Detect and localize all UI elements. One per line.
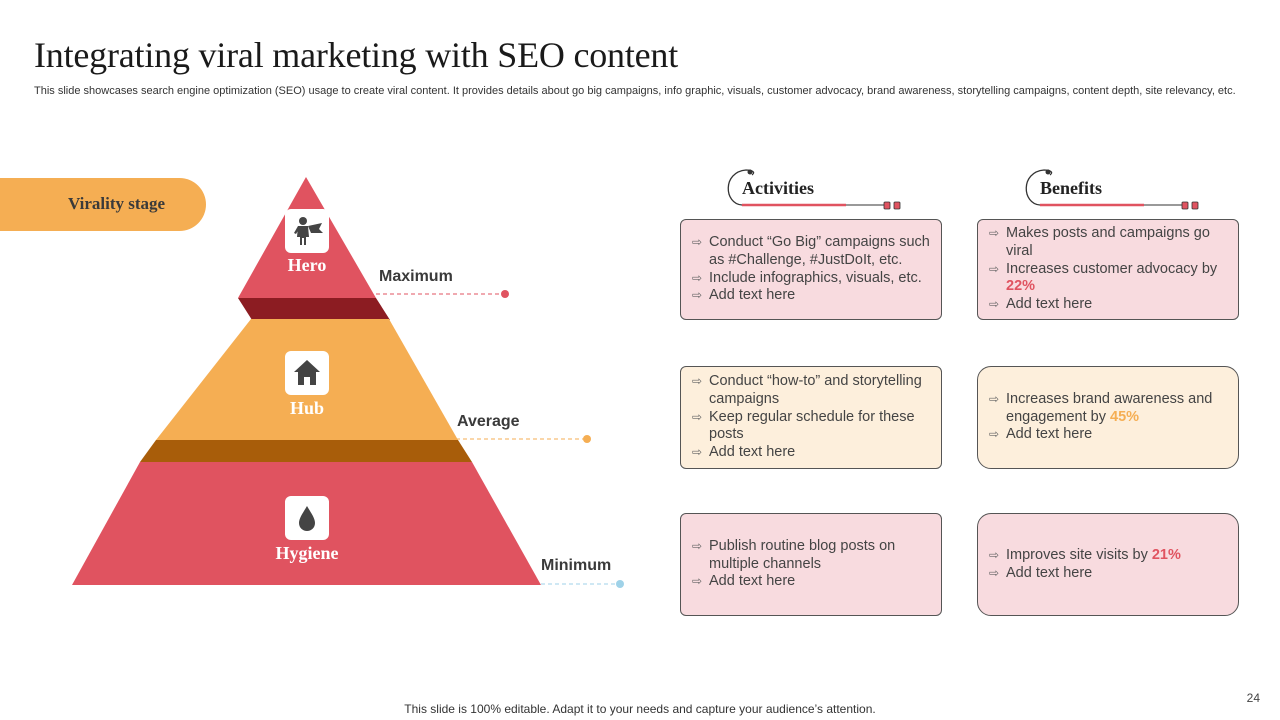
pyramid-tier-hero-shadow xyxy=(238,298,390,320)
slide-title: Integrating viral marketing with SEO con… xyxy=(34,35,679,75)
slide-footer: This slide is 100% editable. Adapt it to… xyxy=(404,702,876,716)
list-item: ⇨Add text here xyxy=(989,564,1093,581)
activities-box-hub: ⇨Conduct “how-to” and storytelling campa… xyxy=(680,366,942,469)
stat-value: 21% xyxy=(1151,546,1181,563)
list-item: ⇨Add text here xyxy=(989,296,1093,313)
connector-dot-hygiene xyxy=(616,580,624,588)
list-item: ⇨Conduct “Go Big” campaigns such as #Cha… xyxy=(692,234,930,268)
list-item: ⇨Add text here xyxy=(692,444,796,461)
virality-stage-label: Virality stage xyxy=(68,194,166,213)
pyramid-level-hero: Hero xyxy=(287,255,327,275)
list-item: ⇨Improves site visits by 21% xyxy=(989,546,1181,563)
activities-header: Activities xyxy=(742,178,814,198)
arrow-icon: ⇨ xyxy=(989,547,1000,562)
level-label-maximum: Maximum xyxy=(379,268,453,285)
arrow-icon: ⇨ xyxy=(989,427,1000,442)
list-item: ⇨Conduct “how-to” and storytelling campa… xyxy=(692,373,922,407)
arrow-icon: ⇨ xyxy=(692,409,703,424)
list-item: ⇨Add text here xyxy=(692,287,796,304)
list-item: ⇨Keep regular schedule for these posts xyxy=(692,408,915,443)
virality-stage-badge: Virality stage xyxy=(0,178,206,231)
list-item: ⇨Increases brand awareness and engagemen… xyxy=(989,390,1213,425)
list-item: ⇨Add text here xyxy=(692,573,796,590)
water-drop-icon xyxy=(285,496,329,540)
arrow-icon: ⇨ xyxy=(989,261,1000,276)
list-item: ⇨Increases customer advocacy by 22% xyxy=(989,260,1218,295)
arrow-icon: ⇨ xyxy=(692,288,703,303)
superhero-icon xyxy=(285,209,329,253)
benefits-header: Benefits xyxy=(1040,178,1102,198)
stat-value: 45% xyxy=(1110,408,1140,425)
pyramid-level-hygiene: Hygiene xyxy=(275,543,339,563)
list-item: ⇨Include infographics, visuals, etc. xyxy=(692,269,922,286)
pyramid-tier-hub-shadow xyxy=(140,440,472,462)
arrow-icon: ⇨ xyxy=(989,565,1000,580)
arrow-icon: ⇨ xyxy=(692,270,703,285)
list-item: ⇨Add text here xyxy=(989,426,1093,443)
arrow-icon: ⇨ xyxy=(989,226,1000,241)
arrow-icon: ⇨ xyxy=(692,538,703,553)
connector-dot-hero xyxy=(501,290,509,298)
level-label-average: Average xyxy=(457,413,520,430)
list-item: ⇨Makes posts and campaigns go viral xyxy=(989,225,1210,259)
benefits-header-swirl xyxy=(1025,169,1053,206)
arrow-icon: ⇨ xyxy=(989,297,1000,312)
activities-box-hygiene: ⇨Publish routine blog posts on multiple … xyxy=(680,513,942,616)
pyramid-level-hub: Hub xyxy=(289,398,325,418)
page-number: 24 xyxy=(1246,691,1260,705)
arrow-icon: ⇨ xyxy=(692,235,703,250)
list-item: ⇨Publish routine blog posts on multiple … xyxy=(692,537,896,572)
benefits-box-hygiene: ⇨Improves site visits by 21% ⇨Add text h… xyxy=(977,513,1239,616)
arrow-icon: ⇨ xyxy=(692,574,703,589)
arrow-icon: ⇨ xyxy=(692,445,703,460)
benefits-box-hero: ⇨Makes posts and campaigns go viral ⇨Inc… xyxy=(977,219,1239,320)
connector-dot-hub xyxy=(583,435,591,443)
stat-value: 22% xyxy=(1006,278,1036,295)
activities-box-hero: ⇨Conduct “Go Big” campaigns such as #Cha… xyxy=(680,219,942,320)
arrow-icon: ⇨ xyxy=(989,391,1000,406)
slide-subtitle: This slide showcases search engine optim… xyxy=(34,85,1236,97)
level-label-minimum: Minimum xyxy=(541,557,612,574)
arrow-icon: ⇨ xyxy=(692,374,703,389)
house-icon xyxy=(285,351,329,395)
activities-header-swirl xyxy=(727,169,755,206)
benefits-box-hub: ⇨Increases brand awareness and engagemen… xyxy=(977,366,1239,469)
